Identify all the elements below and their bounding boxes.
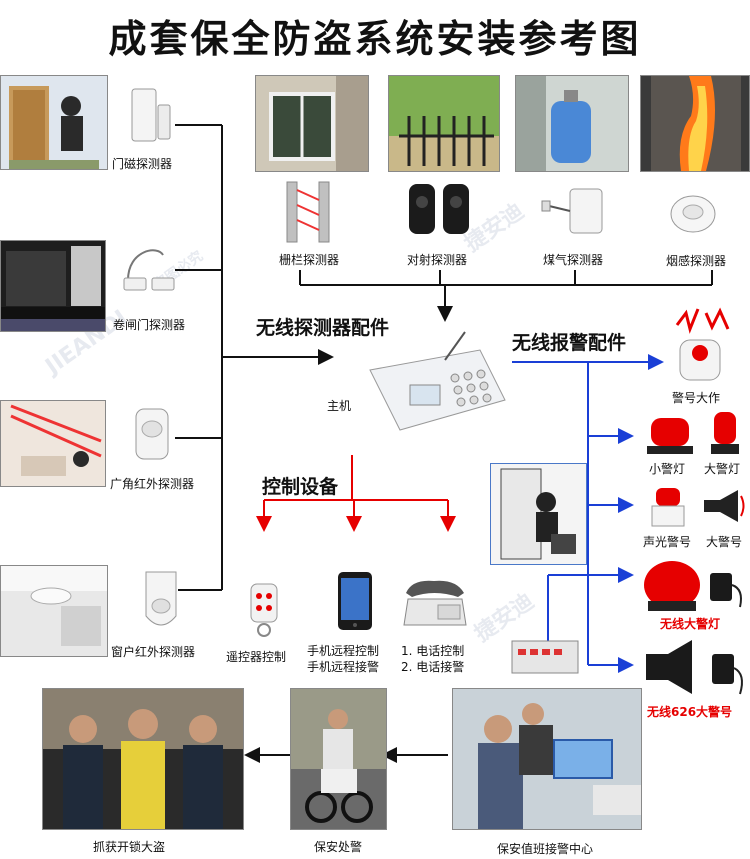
police-motorcycle-photo <box>290 688 387 830</box>
alarm-label-2: 小警灯 <box>649 462 686 476</box>
door-magnet-sensor-icon <box>128 85 176 149</box>
gas-detector-icon <box>540 185 610 244</box>
telephone-icon[interactable] <box>402 575 468 634</box>
alarm-label-3: 大警灯 <box>704 462 741 476</box>
bottom-label-3: 保安值班接警中心 <box>497 842 594 856</box>
bottom-label-1: 抓获开锁大盗 <box>93 840 166 854</box>
burglar-scene-photo <box>490 463 587 565</box>
control-label-2a: 手机远程控制 <box>307 644 380 658</box>
alarm-label-1: 警号大作 <box>672 391 721 405</box>
living-room-photo <box>0 400 106 487</box>
top-detector-label-4: 烟感探测器 <box>666 254 727 268</box>
section-wireless-detectors: 无线探测器配件 <box>256 317 390 339</box>
wireless-big-light-icon <box>640 555 750 619</box>
control-label-3a: 1. 电话控制 <box>401 644 465 658</box>
control-label-3b: 2. 电话接警 <box>401 660 465 674</box>
siren-horn-icon <box>672 305 732 389</box>
bottom-label-2: 保安处警 <box>314 840 363 854</box>
alarm-label-4: 声光警号 <box>643 535 692 549</box>
small-warning-light-icon <box>645 412 695 461</box>
left-bus <box>175 124 334 591</box>
horn-siren-icon <box>700 486 748 530</box>
alarm-label-6: 无线大警灯 <box>660 617 721 631</box>
rolling-door-photo <box>0 240 106 332</box>
control-label-1: 遥控器控制 <box>226 650 287 664</box>
alarm-label-7: 无线626大警号 <box>647 705 733 719</box>
wide-angle-pir-icon <box>130 405 176 469</box>
top-detector-label-2: 对射探测器 <box>407 253 468 267</box>
page-title: 成套保全防盗系统安装参考图 <box>108 17 642 61</box>
section-wireless-alarm: 无线报警配件 <box>512 332 627 354</box>
monitoring-center-photo <box>452 688 642 830</box>
top-bus <box>299 270 713 322</box>
window-photo <box>255 75 369 172</box>
mobile-phone-icon[interactable] <box>336 570 374 636</box>
ceiling-room-photo <box>0 565 108 657</box>
control-label-2b: 手机远程接警 <box>307 660 380 674</box>
beam-pair-icon <box>405 180 475 244</box>
building-fire-photo <box>640 75 750 172</box>
remote-control-icon[interactable] <box>245 580 285 644</box>
garden-fence-photo <box>388 75 500 172</box>
fence-beam-icon <box>283 180 333 249</box>
burglar-door-photo <box>0 75 108 170</box>
left-detector-label-1: 门磁探测器 <box>112 157 173 171</box>
left-detector-label-3: 广角红外探测器 <box>110 477 195 491</box>
top-detector-label-1: 栅栏探测器 <box>279 253 340 267</box>
left-detector-label-2: 卷闸门探测器 <box>113 318 186 332</box>
rolling-door-sensor-icon <box>118 240 178 299</box>
smoke-detector-icon <box>668 190 718 239</box>
wireless-626-siren-icon <box>640 634 750 704</box>
control-bus <box>256 455 456 532</box>
top-detector-label-3: 煤气探测器 <box>543 253 604 267</box>
window-curtain-pir-icon <box>138 568 184 642</box>
large-warning-light-icon <box>708 408 742 462</box>
gas-cylinder-photo <box>515 75 629 172</box>
alarm-bus <box>512 354 664 673</box>
strobe-siren-icon <box>648 484 688 533</box>
host-label: 主机 <box>327 399 352 413</box>
alarm-host-panel[interactable] <box>360 330 510 454</box>
arrest-photo <box>42 688 244 830</box>
alarm-label-5: 大警号 <box>706 535 743 549</box>
alarm-receiver-unit <box>510 637 580 681</box>
left-detector-label-4: 窗户红外探测器 <box>111 645 196 659</box>
section-control-devices: 控制设备 <box>262 476 339 498</box>
